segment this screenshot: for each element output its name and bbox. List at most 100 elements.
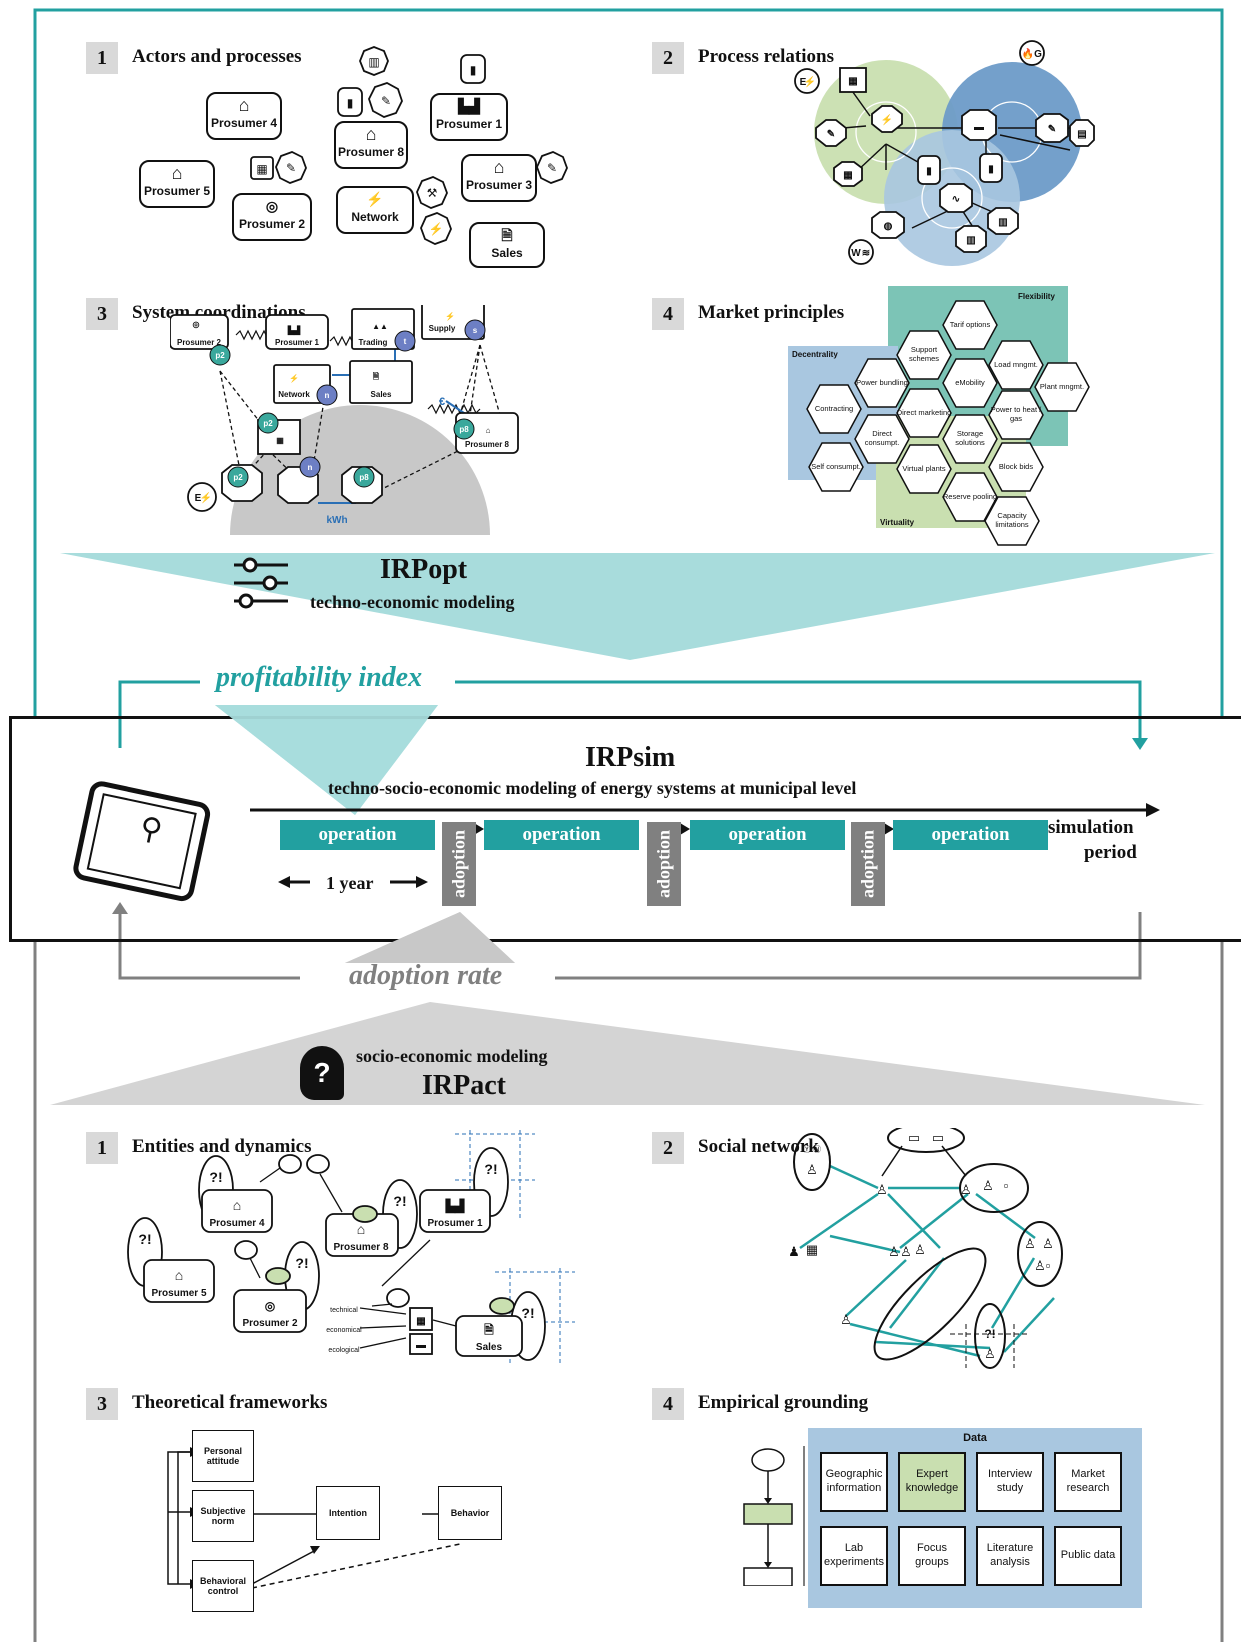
svg-text:⌂: ⌂ xyxy=(233,1197,241,1213)
adoption-label: adoption xyxy=(653,829,674,899)
node-label: p8 xyxy=(459,425,469,434)
sliders-icon xyxy=(234,557,288,609)
svg-text:♙: ♙ xyxy=(806,1162,818,1177)
market-hex-label: Tarif options xyxy=(949,319,991,329)
panel-title: Empirical grounding xyxy=(698,1392,869,1413)
market-hex-label: Contracting xyxy=(814,403,854,413)
svg-text:▦: ▦ xyxy=(848,76,857,87)
market-hex: Load mngmt. xyxy=(988,340,1044,390)
panel-number: 4 xyxy=(652,1388,684,1420)
node-label: t xyxy=(404,337,407,346)
entities-diagram: Prosumer 4 Prosumer 8 Prosumer 1 Prosume… xyxy=(127,1130,575,1366)
panel-number: 2 xyxy=(652,1132,684,1164)
node-label: p2 xyxy=(263,419,273,428)
market-hex-label: eMobility xyxy=(955,377,985,387)
actor-box: ◎ Prosumer 2 xyxy=(232,193,312,241)
panel-number: 3 xyxy=(86,1388,118,1420)
actor-label: Prosumer 5 xyxy=(143,184,211,198)
market-hex-label: Capacity limitations xyxy=(995,511,1029,529)
heat-badge: W xyxy=(851,248,861,259)
svg-text:✎: ✎ xyxy=(286,161,296,175)
svg-text:▥: ▥ xyxy=(998,217,1007,228)
tpb-behavior: Behavior xyxy=(438,1486,502,1540)
market-hex: Block bids xyxy=(988,442,1044,492)
svg-text:▥: ▥ xyxy=(368,55,379,69)
head-question-icon: ? xyxy=(300,1046,344,1100)
coord-label: Prosumer 2 xyxy=(177,338,222,347)
electricity-badge: E xyxy=(800,77,807,88)
house-icon: ⌂ xyxy=(365,124,377,144)
market-hex-label: Virtual plants xyxy=(902,463,946,473)
flowchart-icon xyxy=(743,1446,805,1586)
year-label: 1 year xyxy=(326,873,374,893)
market-hex: Power to heat / gas xyxy=(988,390,1044,440)
svg-text:♙: ♙ xyxy=(888,1244,900,1259)
panel-title: Social network xyxy=(698,1136,819,1157)
market-hex: Direct marketing xyxy=(896,388,952,438)
svg-text:▦: ▦ xyxy=(276,436,284,445)
region-label: Decentrality xyxy=(792,350,838,359)
coord-label: Prosumer 1 xyxy=(275,338,320,347)
node-label: p2 xyxy=(233,473,243,482)
data-cell: Interview study xyxy=(976,1452,1044,1512)
actor-box: ⌂ Prosumer 5 xyxy=(139,160,215,208)
qmark-label: ?! xyxy=(295,1255,308,1271)
coord-label: Supply xyxy=(429,324,456,333)
qmark-label: ?! xyxy=(393,1193,406,1209)
panel-number: 3 xyxy=(86,298,118,330)
market-hex: Direct consumpt. xyxy=(854,414,910,464)
svg-text:✎: ✎ xyxy=(827,129,835,140)
actor-label: Prosumer 3 xyxy=(465,178,533,192)
svg-text:⚡: ⚡ xyxy=(445,311,455,321)
panel-number: 4 xyxy=(652,298,684,330)
irpsim-frame xyxy=(9,716,1241,942)
svg-text:⌂: ⌂ xyxy=(486,426,491,435)
market-hex-label: Reserve pooling xyxy=(942,491,998,501)
data-title: Data xyxy=(963,1432,987,1444)
market-hex: Plant mngmt. xyxy=(1034,362,1090,412)
data-cell: Public data xyxy=(1054,1526,1122,1586)
criterion-label: economical xyxy=(326,1327,362,1334)
panel-title: Entities and dynamics xyxy=(132,1136,312,1157)
process-relations-diagram: ✎⚡▦ ▦▮▬ ▮✎▤ ∿◍▥▥ E ⚡ 🔥G W≋ xyxy=(794,40,1095,266)
qmark-label: ?! xyxy=(484,1161,497,1177)
market-hex: Capacity limitations xyxy=(984,496,1040,546)
svg-text:∿: ∿ xyxy=(952,194,960,205)
svg-text:▲▲: ▲▲ xyxy=(372,322,388,331)
actor-box: 🗎 Sales xyxy=(469,222,545,268)
svg-text:▙▟: ▙▟ xyxy=(445,1198,465,1214)
svg-text:▮: ▮ xyxy=(926,166,932,177)
data-cell: Geographic information xyxy=(820,1452,888,1512)
electricity-badge: E xyxy=(195,493,202,504)
data-cell: Focus groups xyxy=(898,1526,966,1586)
svg-text:✎: ✎ xyxy=(547,161,557,175)
svg-text:🗎: 🗎 xyxy=(373,372,380,381)
operation-block: operation xyxy=(280,820,435,850)
svg-text:♙: ♙ xyxy=(1042,1236,1054,1251)
svg-text:♙: ♙ xyxy=(900,1244,912,1259)
market-hex: Storage solutions xyxy=(942,414,998,464)
coord-label: Trading xyxy=(359,338,388,347)
qmark-label: ?! xyxy=(138,1231,151,1247)
svg-text:♙: ♙ xyxy=(960,1182,972,1197)
stadium-icon: ◎ xyxy=(265,198,279,214)
actor-box: ⌂ Prosumer 3 xyxy=(461,154,537,202)
actor-label: Prosumer 2 xyxy=(238,217,306,231)
actor-box: ⌂ Prosumer 8 xyxy=(334,121,408,169)
svg-text:▫: ▫ xyxy=(1004,1178,1009,1193)
svg-text:▬: ▬ xyxy=(416,1340,426,1351)
house-icon: ⌂ xyxy=(238,95,250,115)
market-hex: Reserve pooling xyxy=(942,472,998,522)
irpact-title: IRPact xyxy=(422,1070,506,1101)
receipt-icon: 🗎 xyxy=(501,227,513,243)
svg-text:≋: ≋ xyxy=(862,248,870,259)
entity-label: Prosumer 1 xyxy=(427,1218,482,1229)
market-hex-label: Power bundling xyxy=(856,377,908,387)
market-hex-label: Storage solutions xyxy=(955,429,985,447)
coord-label: Prosumer 8 xyxy=(465,440,510,449)
adoption-block: adoption xyxy=(851,822,885,906)
svg-text:▮: ▮ xyxy=(347,96,354,110)
svg-text:◎: ◎ xyxy=(193,320,200,329)
market-hex-label: Block bids xyxy=(998,461,1034,471)
market-hex: Power bundling xyxy=(854,358,910,408)
